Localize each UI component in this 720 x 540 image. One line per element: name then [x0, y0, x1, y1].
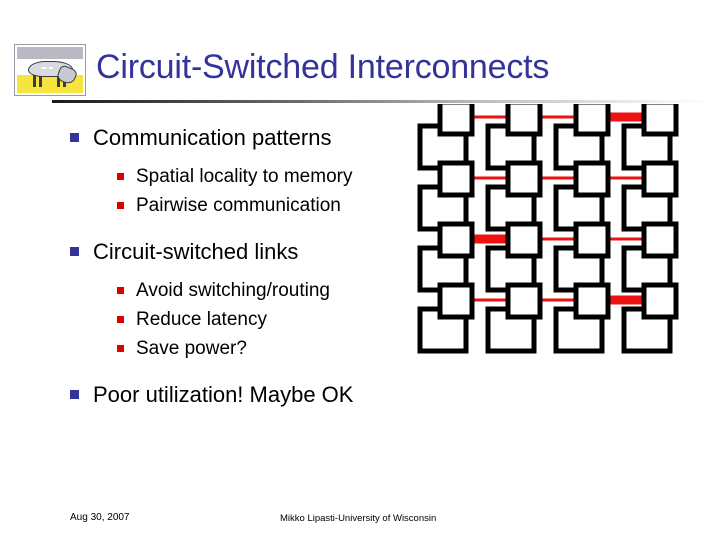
bullet-item-level2: Save power?: [117, 334, 430, 363]
footer-author: Mikko Lipasti-University of Wisconsin: [280, 513, 437, 524]
logo-cow-leg: [38, 73, 42, 88]
square-bullet-icon: [70, 133, 79, 142]
square-bullet-icon: [117, 173, 124, 180]
mesh-routers: [437, 104, 679, 320]
square-bullet-icon: [70, 247, 79, 256]
bullet-list: Communication patterns Spatial locality …: [70, 120, 430, 410]
logo-cow-leg: [32, 73, 36, 88]
bullet-item-level2: Reduce latency: [117, 305, 430, 334]
bullet-label: Save power?: [136, 338, 247, 359]
mesh-interconnect-diagram: [412, 104, 712, 366]
cow-logo-icon: [14, 44, 86, 96]
spacer: [70, 363, 430, 377]
bullet-label: Reduce latency: [136, 309, 267, 330]
square-bullet-icon: [117, 287, 124, 294]
bullet-item-level2: Avoid switching/routing: [117, 276, 430, 305]
bullet-label: Poor utilization! Maybe OK: [93, 382, 354, 407]
router: [505, 282, 543, 320]
bullet-item-level1: Poor utilization! Maybe OK: [70, 380, 430, 410]
router: [437, 282, 475, 320]
logo-cow-spot: [40, 66, 47, 69]
router: [641, 282, 679, 320]
bullet-label: Pairwise communication: [136, 195, 341, 216]
spacer: [70, 267, 430, 276]
title-divider: [52, 100, 712, 103]
bullet-label: Circuit-switched links: [93, 239, 299, 264]
router: [573, 160, 611, 198]
bullet-item-level2: Spatial locality to memory: [117, 162, 430, 191]
bullet-item-level1: Circuit-switched links: [70, 237, 430, 267]
square-bullet-icon: [117, 345, 124, 352]
bullet-label: Spatial locality to memory: [136, 166, 353, 187]
logo-cow-leg: [56, 73, 60, 88]
router: [641, 221, 679, 259]
square-bullet-icon: [70, 390, 79, 399]
square-bullet-icon: [117, 316, 124, 323]
router: [573, 104, 611, 137]
logo-artwork: [17, 47, 83, 93]
bullet-item-level2: Pairwise communication: [117, 191, 430, 220]
router: [437, 104, 475, 137]
bullet-label: Communication patterns: [93, 125, 332, 150]
logo-clouds: [17, 47, 83, 59]
bullet-item-level1: Communication patterns: [70, 123, 430, 153]
router: [641, 104, 679, 137]
bullet-label: Avoid switching/routing: [136, 280, 330, 301]
router: [505, 104, 543, 137]
logo-cow-spot: [48, 67, 54, 70]
square-bullet-icon: [117, 202, 124, 209]
router: [573, 282, 611, 320]
mesh-svg: [417, 104, 679, 354]
footer-date: Aug 30, 2007: [70, 512, 130, 523]
page-title: Circuit-Switched Interconnects: [96, 48, 550, 86]
spacer: [70, 153, 430, 162]
spacer: [70, 220, 430, 234]
router: [437, 160, 475, 198]
router: [505, 221, 543, 259]
router: [437, 221, 475, 259]
router: [505, 160, 543, 198]
router: [573, 221, 611, 259]
router: [641, 160, 679, 198]
